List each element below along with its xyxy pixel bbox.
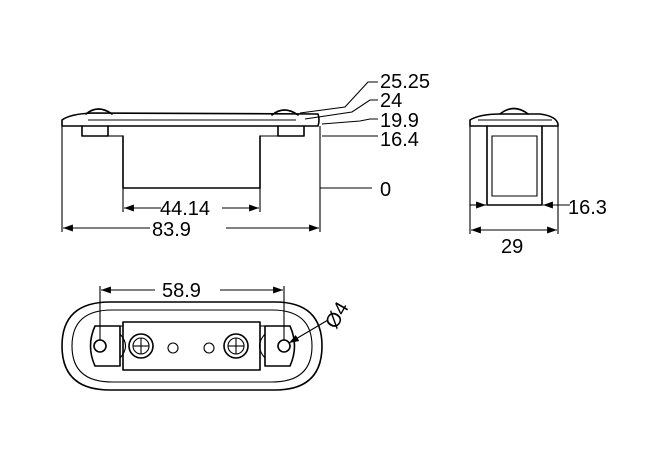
leader-25-25: [299, 81, 378, 114]
right-mounting-hole: [277, 339, 291, 353]
dim-16-3: 16.3: [568, 197, 607, 219]
dim-diameter-4: Ø4: [321, 298, 353, 332]
dim-44-14: 44.14: [160, 198, 210, 220]
left-mounting-hole: [93, 339, 107, 353]
bottom-view: [61, 286, 329, 391]
front-top-plate: [61, 112, 320, 127]
dim-58-9: 58.9: [162, 280, 201, 302]
side-bump: [499, 107, 529, 115]
dim-16-4: 16.4: [380, 129, 419, 151]
leader-24: [304, 99, 378, 120]
bottom-left-pad: [89, 325, 121, 367]
right-terminal: [223, 333, 249, 359]
leader-19-9: [321, 118, 378, 125]
left-terminal: [128, 333, 154, 359]
center-hole-right: [203, 342, 215, 354]
dim-24: 24: [380, 90, 402, 112]
bottom-inner-outline: [71, 309, 313, 383]
dim-29: 29: [501, 236, 523, 258]
center-hole-left: [167, 342, 179, 354]
dim-19-9: 19.9: [380, 110, 419, 132]
dim-83-9: 83.9: [152, 219, 191, 241]
front-view: [61, 81, 378, 232]
side-body: [486, 125, 543, 206]
front-right-tab: [277, 125, 305, 137]
dim-zero: 0: [380, 179, 391, 201]
leader-diameter: [288, 319, 329, 344]
front-left-tab: [81, 125, 109, 137]
front-housing: [122, 135, 261, 189]
side-view: [469, 107, 570, 234]
side-top-plate: [469, 113, 559, 127]
dim-25-25: 25.25: [380, 71, 430, 93]
front-right-bump: [271, 109, 299, 116]
bottom-right-pad: [264, 325, 296, 367]
side-inner-window: [491, 135, 538, 197]
bottom-outer-outline: [61, 301, 323, 391]
front-left-bump: [85, 108, 113, 115]
